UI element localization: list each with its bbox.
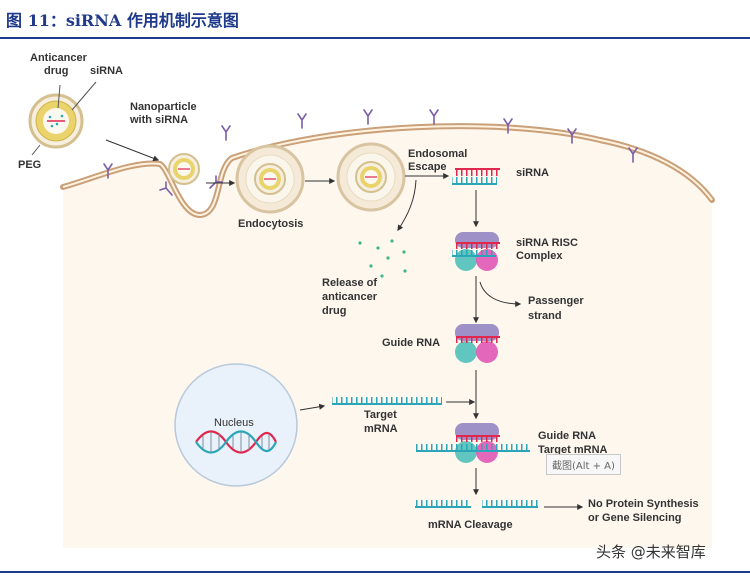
label-risc: siRNA RISC (516, 237, 578, 249)
endosome-1 (235, 144, 305, 214)
nucleus (174, 363, 298, 487)
label-target-mrna: Target mRNA (538, 444, 608, 456)
label-peg: PEG (18, 159, 41, 171)
arrow-passenger (479, 281, 522, 307)
header-rule (0, 37, 750, 39)
label-sirna-top: siRNA (90, 65, 123, 77)
target-mrna-strand (332, 397, 442, 405)
cleaved-mrna (415, 500, 538, 508)
label-cleavage: mRNA Cleavage (428, 519, 513, 531)
label-with-sirna: with siRNA (129, 114, 188, 126)
label-strand: strand (528, 310, 562, 322)
receptor-icons (103, 109, 638, 196)
arrow-mrna-export (299, 403, 326, 411)
arrow-uptake (105, 139, 160, 162)
dna-helix-icon (195, 430, 277, 454)
label-target: Target (364, 409, 397, 421)
label-release: Release of (322, 277, 377, 289)
label-drug-2: drug (322, 305, 346, 317)
label-endosomal: Endosomal (408, 148, 467, 160)
label-mrna: mRNA (364, 423, 398, 435)
endosome-2 (336, 142, 406, 212)
label-guide-rna: Guide RNA (382, 337, 440, 349)
sirna-mechanism-diagram: Anticancer drug siRNA PEG Nanoparticle w… (18, 52, 715, 548)
figure-title: 图 11：siRNA 作用机制示意图 (6, 11, 239, 30)
label-endocytosis: Endocytosis (238, 218, 303, 230)
label-sirna: siRNA (516, 167, 549, 179)
guide-rna-complex (455, 324, 500, 363)
particle-entering (168, 153, 200, 185)
label-escape: Escape (408, 161, 447, 173)
arrow-drug-release (397, 179, 417, 231)
label-nanoparticle: Nanoparticle (130, 101, 197, 113)
sirna-duplex (452, 168, 500, 185)
label-complex: Complex (516, 250, 563, 262)
peg-pointer (31, 144, 41, 156)
footer-rule (0, 571, 750, 573)
label-anticancer-2: anticancer (322, 291, 378, 303)
label-guide-rna-2: Guide RNA (538, 430, 596, 442)
figure-header: 图 11：siRNA 作用机制示意图 (0, 0, 750, 39)
membrane-inner (62, 125, 713, 217)
label-nucleus: Nucleus (214, 417, 254, 429)
label-anticancer: Anticancer (30, 52, 88, 64)
screenshot-tooltip: 截图(Alt + A) (546, 454, 621, 475)
guide-target-complex (416, 423, 530, 463)
nanoparticle-with-sirna (28, 93, 84, 149)
label-outcome-2: or Gene Silencing (588, 512, 682, 524)
sirna-pointer (71, 81, 97, 111)
risc-complex (452, 232, 500, 271)
label-outcome-1: No Protein Synthesis (588, 498, 699, 510)
label-drug: drug (44, 65, 68, 77)
label-passenger: Passenger (528, 295, 584, 307)
drug-pointer (57, 84, 61, 109)
source-watermark: 头条 @未来智库 (596, 543, 706, 561)
released-drug-dots (358, 239, 407, 278)
